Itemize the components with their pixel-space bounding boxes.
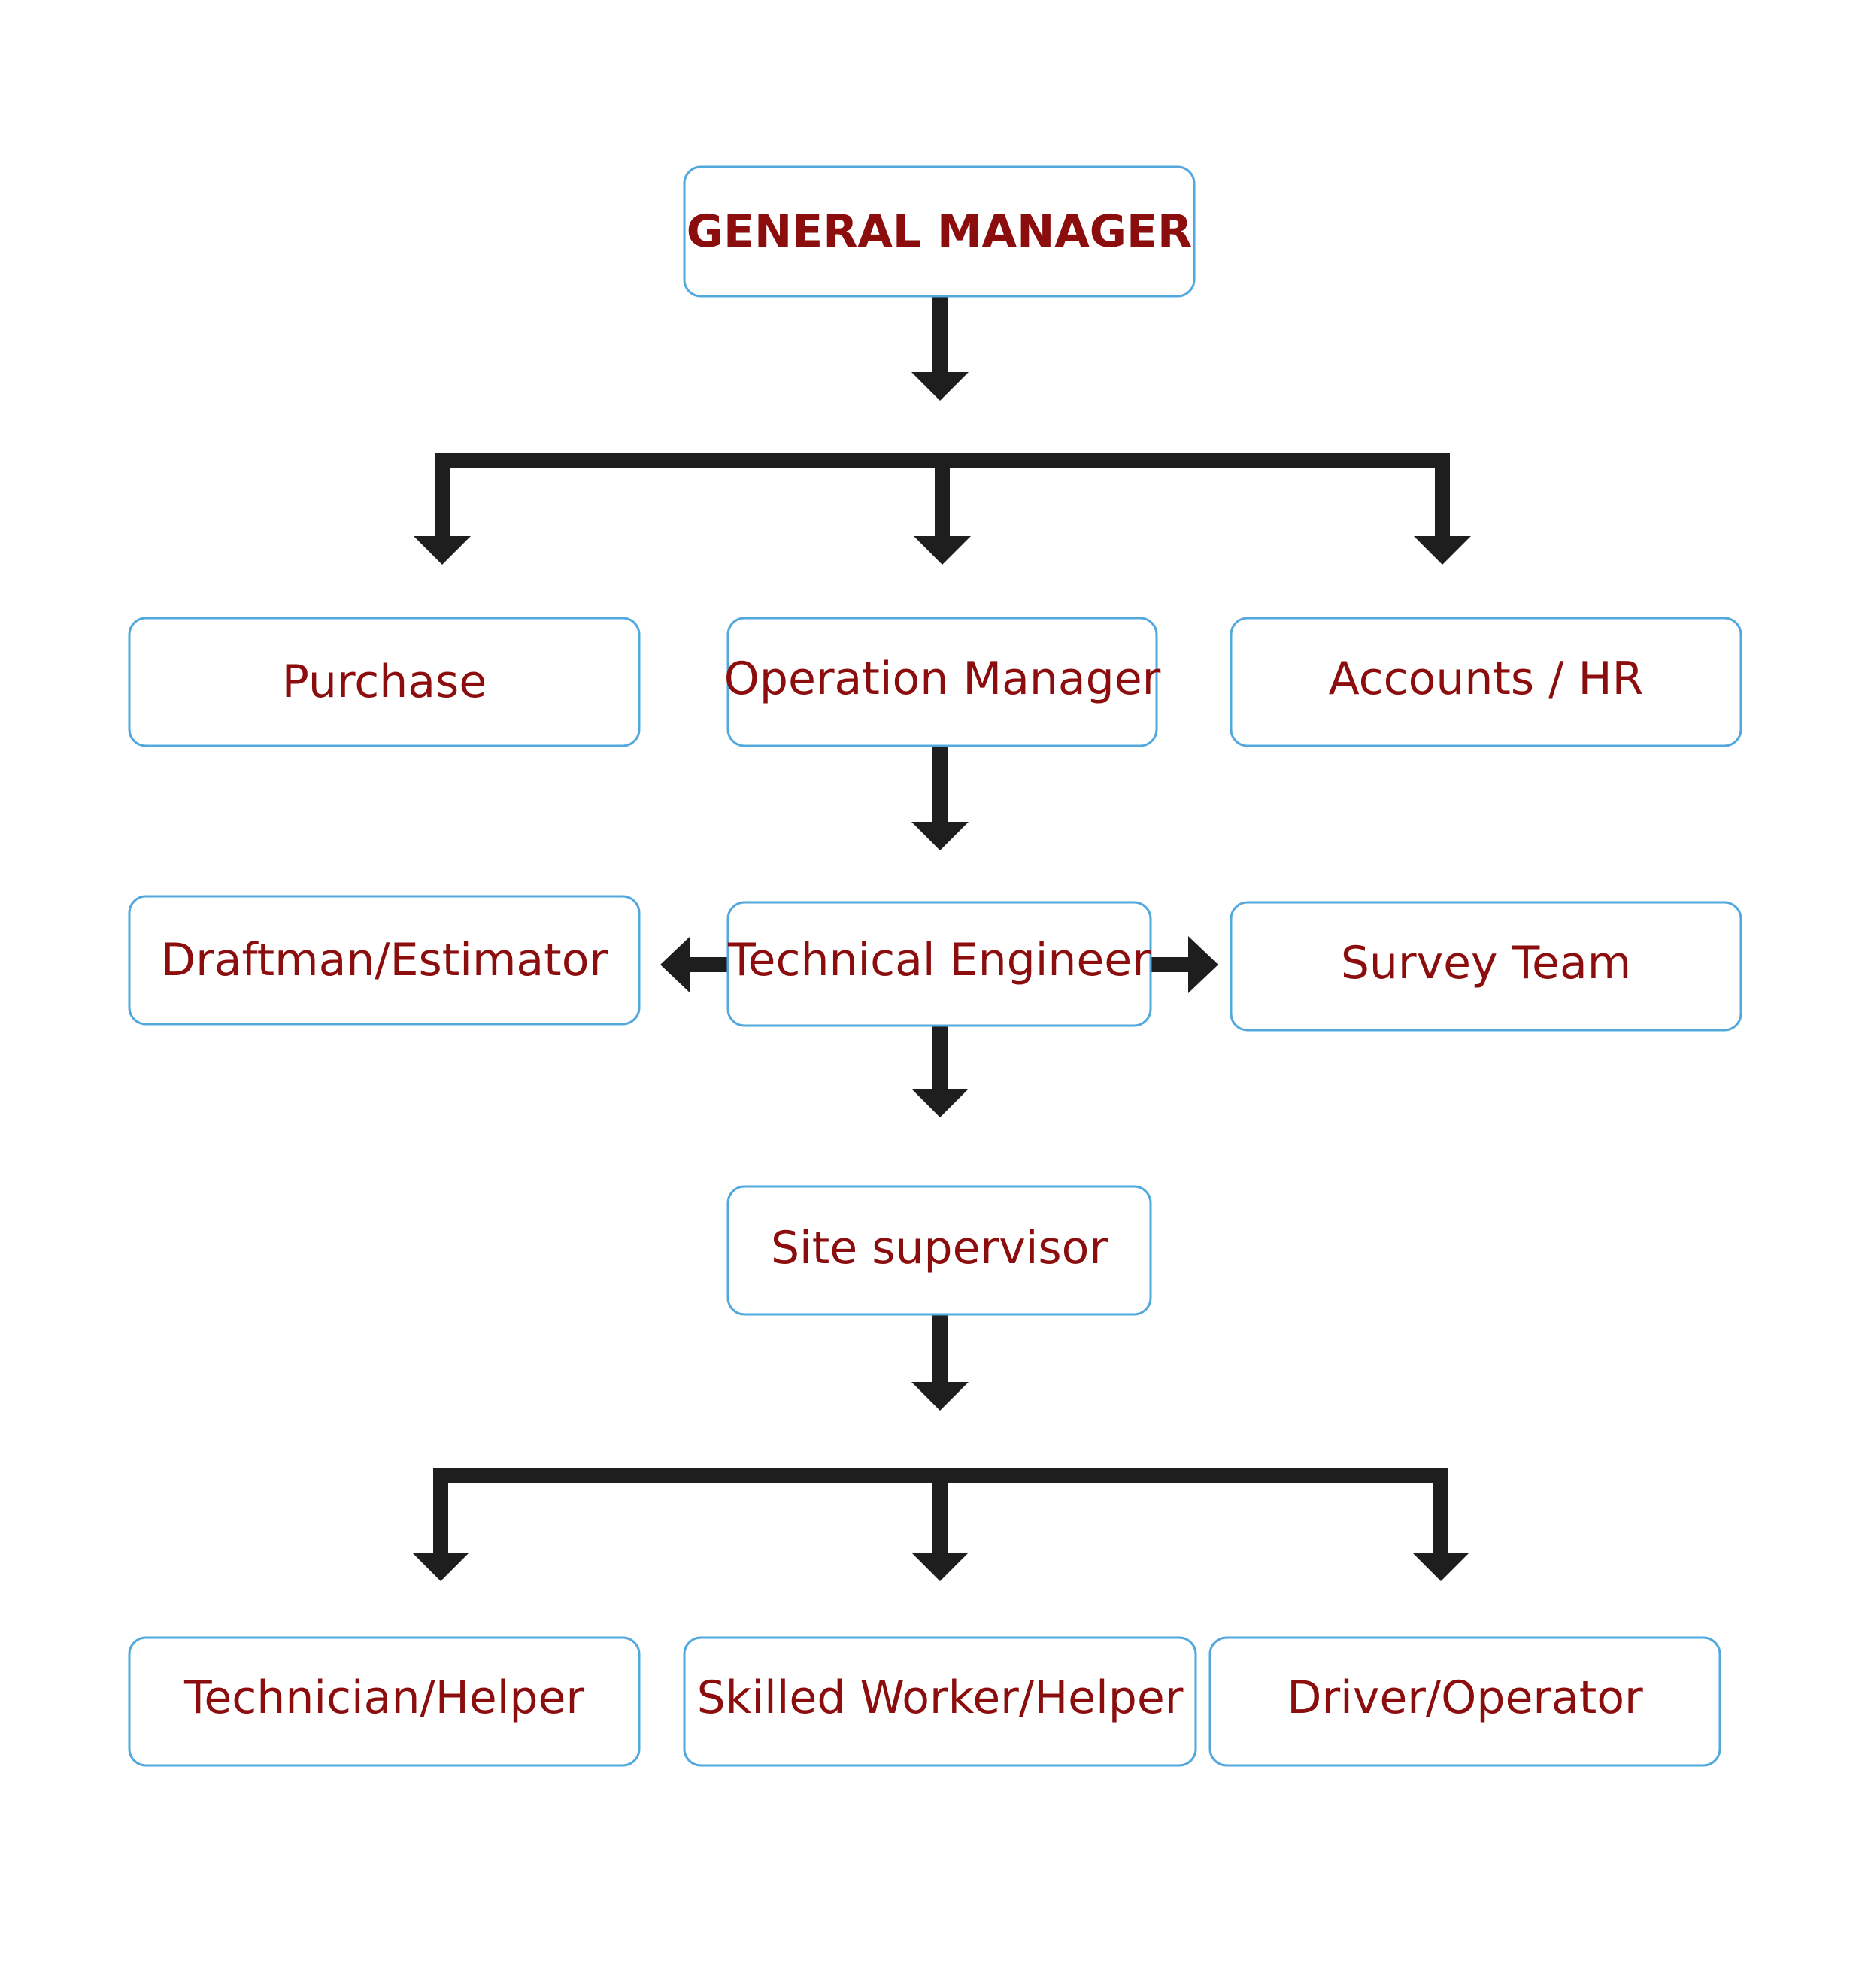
node-operation-manager: Operation Manager (724, 617, 1161, 747)
arrowhead-driver (1412, 1553, 1469, 1581)
label-site-supervisor: Site supervisor (771, 1222, 1108, 1274)
nodes: GENERAL MANAGER Purchase Operation Manag… (128, 165, 1742, 1767)
node-technician-helper: Technician/Helper (128, 1636, 641, 1767)
arrowhead-technician (412, 1553, 469, 1581)
label-operation-manager: Operation Manager (724, 653, 1161, 705)
arrowhead-gm-down (911, 372, 969, 401)
box-skilled-worker-helper (683, 1636, 1197, 1767)
box-driver-operator (1208, 1636, 1721, 1767)
node-skilled-worker-helper: Skilled Worker/Helper (683, 1636, 1197, 1767)
arrowhead-draftman (660, 936, 690, 993)
arrowhead-operation-manager (914, 536, 971, 565)
label-survey-team: Survey Team (1341, 937, 1631, 989)
label-general-manager: GENERAL MANAGER (687, 205, 1192, 258)
label-technician-helper: Technician/Helper (183, 1671, 584, 1724)
box-accounts-hr (1230, 617, 1742, 747)
box-general-manager (683, 165, 1196, 298)
box-purchase (128, 617, 641, 747)
arrowhead-site-supervisor (911, 1089, 969, 1117)
box-site-supervisor (726, 1185, 1152, 1316)
node-technical-engineer: Technical Engineer (726, 901, 1152, 1027)
label-purchase: Purchase (282, 656, 487, 708)
arrowhead-survey-team (1188, 936, 1218, 993)
label-skilled-worker-helper: Skilled Worker/Helper (697, 1671, 1184, 1724)
box-technical-engineer (726, 901, 1152, 1027)
label-accounts-hr: Accounts / HR (1329, 653, 1644, 705)
node-survey-team: Survey Team (1230, 901, 1742, 1032)
arrowhead-ss-down (911, 1382, 969, 1411)
node-general-manager: GENERAL MANAGER (683, 165, 1196, 298)
arrowhead-purchase (414, 536, 471, 565)
node-site-supervisor: Site supervisor (726, 1185, 1152, 1316)
box-draftman-estimator (128, 895, 641, 1026)
label-draftman-estimator: Draftman/Estimator (161, 934, 608, 986)
label-driver-operator: Driver/Operator (1287, 1671, 1643, 1724)
connectors (412, 295, 1471, 1581)
box-technician-helper (128, 1636, 641, 1767)
node-accounts-hr: Accounts / HR (1230, 617, 1742, 747)
arrowhead-technical-engineer (911, 822, 969, 850)
box-operation-manager (726, 617, 1158, 747)
node-draftman-estimator: Draftman/Estimator (128, 895, 641, 1026)
label-technical-engineer: Technical Engineer (727, 934, 1151, 986)
node-driver-operator: Driver/Operator (1208, 1636, 1721, 1767)
node-purchase: Purchase (128, 617, 641, 747)
arrowhead-accounts-hr (1414, 536, 1471, 565)
box-survey-team (1230, 901, 1742, 1032)
arrowhead-skilled-worker (911, 1553, 969, 1581)
